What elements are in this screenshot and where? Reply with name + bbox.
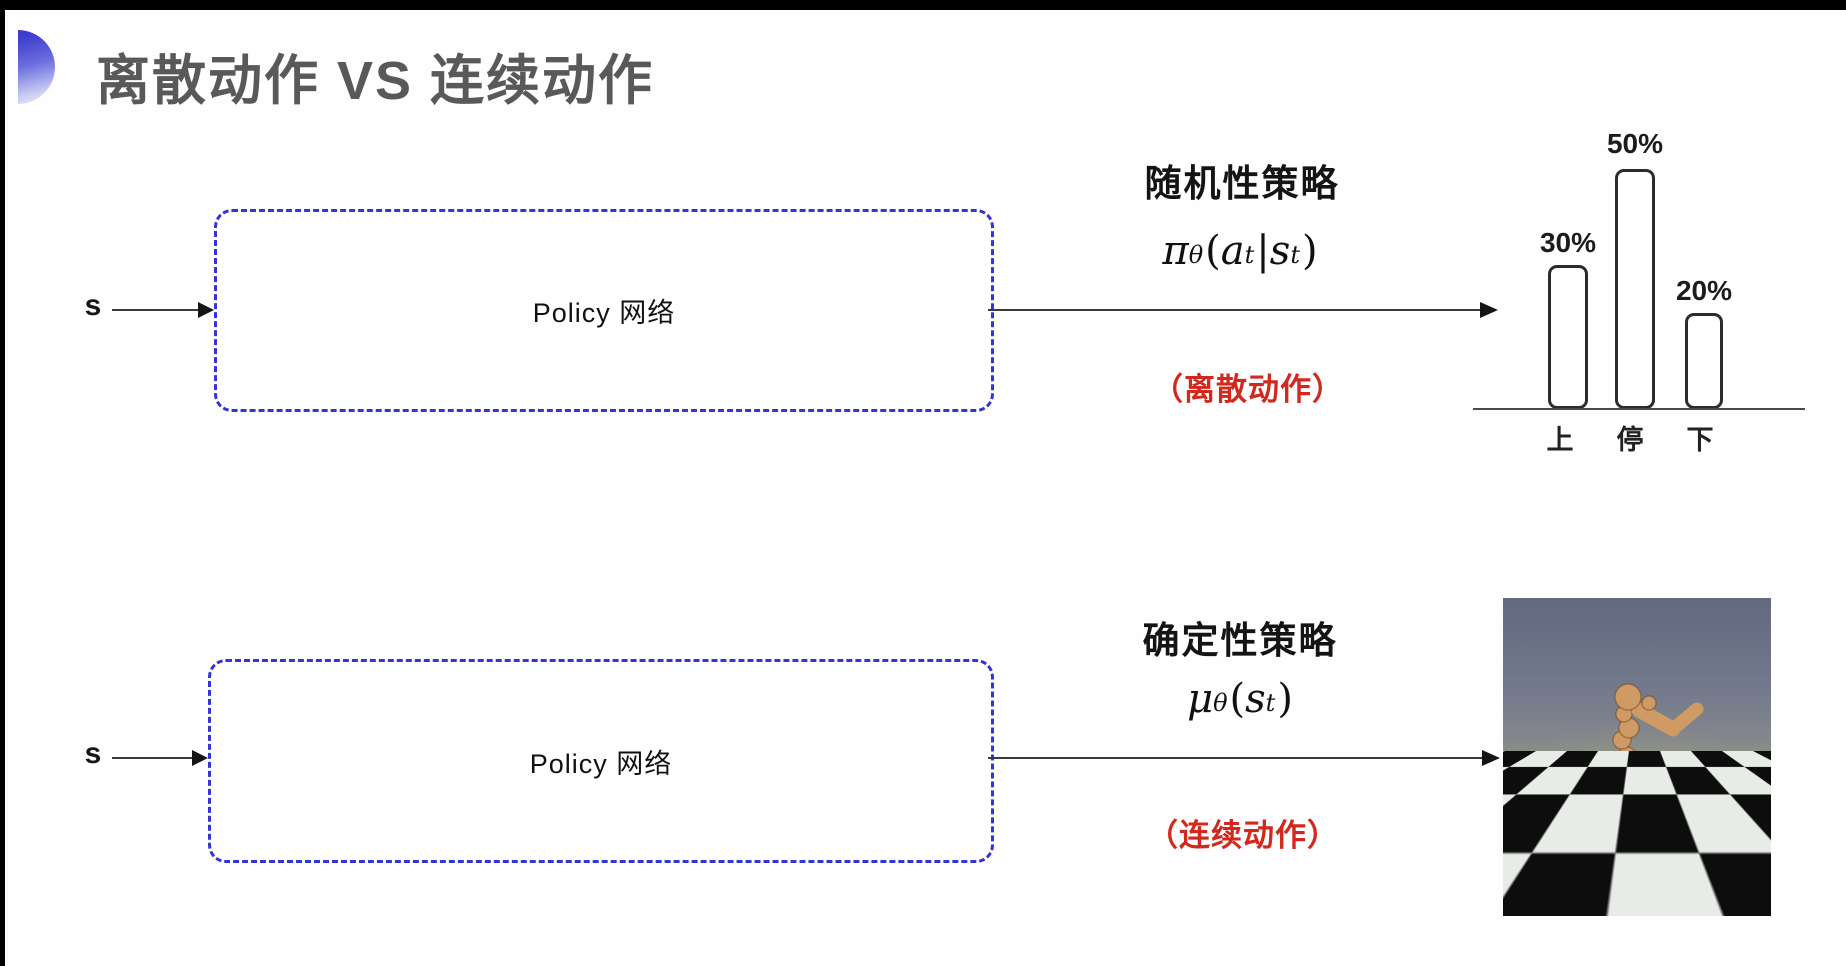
bar-down [1685,313,1723,409]
policy-network-box-top: Policy 网络 [214,209,994,412]
chart-baseline [1473,408,1805,410]
bar-value-label: 20% [1675,275,1733,306]
policy-network-label-top: Policy 网络 [532,298,676,328]
bar-up [1548,265,1588,409]
formula-theta-sub: θ [1213,689,1228,717]
state-input-label-top: s [84,289,102,322]
formula-close-paren: ) [1301,228,1318,274]
formula-s: s [1245,676,1266,722]
robot-shadow-streak [1591,896,1651,904]
formula-a-sub: t [1244,241,1255,269]
bar-value-label: 50% [1606,128,1664,159]
formula-a: a [1220,228,1245,274]
arrowhead [1482,750,1500,766]
humanoid-simulation-image [1503,598,1771,916]
formula-s: s [1269,228,1291,274]
top-letterbox-bar [0,0,1846,10]
stochastic-policy-title: 随机性策略 [1144,163,1340,204]
formula-s-sub: t [1290,241,1300,269]
state-input-label-bottom: s [84,737,102,770]
formula-bar: | [1256,228,1270,274]
bar-category-label: 停 [1616,425,1644,455]
formula-open-paren: ( [1205,228,1221,274]
bar-category-label: 上 [1546,425,1574,455]
policy-network-box-bottom: Policy 网络 [208,659,994,863]
formula-s-sub: t [1265,689,1276,717]
formula-mu: μ [1187,676,1214,722]
arrowhead [192,750,208,766]
robot-shadow [1595,885,1687,897]
bar-stop [1615,169,1655,409]
formula-theta-sub: θ [1188,241,1204,269]
policy-network-label-bottom: Policy 网络 [529,748,673,779]
formula-close-paren: ) [1277,676,1293,722]
formula-pi: π [1162,228,1189,274]
continuous-action-note: （连续动作） [1147,818,1339,853]
bar-category-label: 下 [1686,425,1714,455]
deterministic-policy-title: 确定性策略 [1142,620,1338,661]
discrete-action-note: （离散动作） [1152,372,1344,407]
humanoid-figure [1588,683,1704,904]
title-decoration-ball [18,30,55,104]
robot-head [1614,683,1642,711]
left-letterbox-bar [0,0,5,966]
page-title: 离散动作 VS 连续动作 [96,51,655,111]
bar-value-label: 30% [1539,227,1597,258]
arrowhead [1480,302,1498,318]
formula-open-paren: ( [1229,676,1246,722]
arrowhead [198,302,214,318]
